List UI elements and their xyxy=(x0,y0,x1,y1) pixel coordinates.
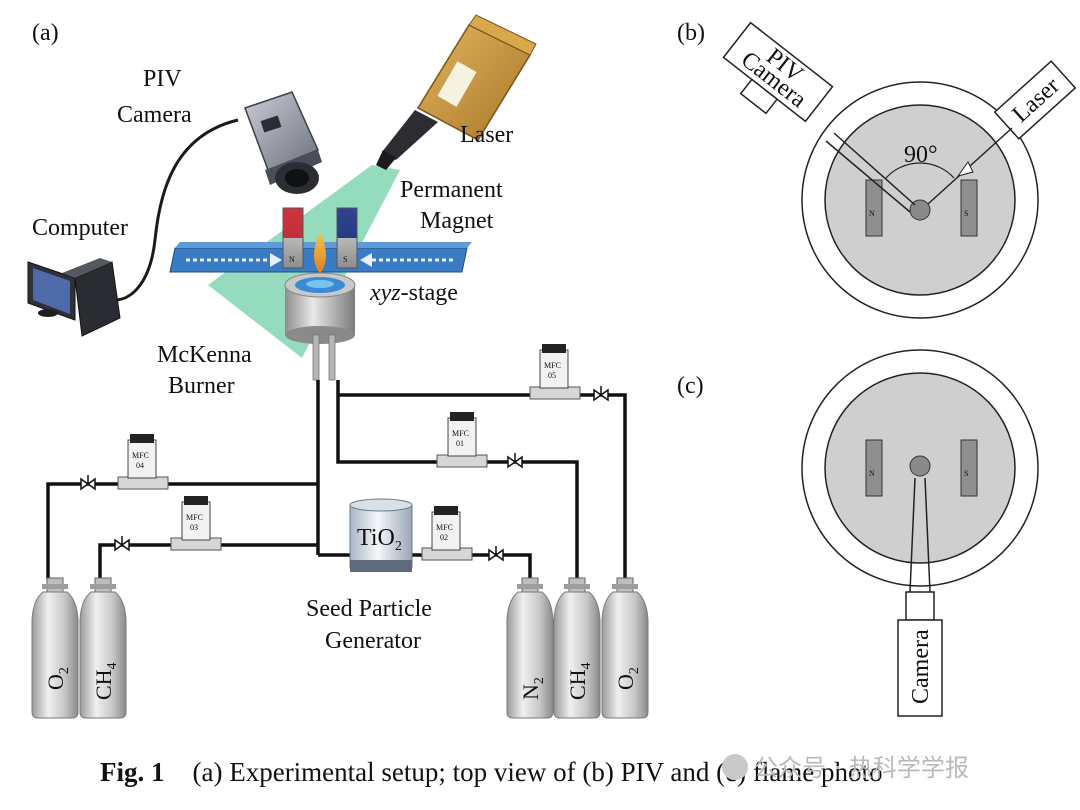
mfc-01-name: MFC xyxy=(452,429,469,438)
mckenna-label-1: McKenna xyxy=(157,342,252,368)
caption-bold: Fig. 1 xyxy=(100,757,165,787)
piv-camera-label-1: PIV xyxy=(143,66,182,92)
panel-c-label: (c) xyxy=(677,373,704,399)
mfc-05-name: MFC xyxy=(544,361,561,370)
gas-cylinder: O2 xyxy=(31,577,79,719)
flame-icon xyxy=(314,232,326,274)
panel-b-s: S xyxy=(964,209,968,218)
laser-icon xyxy=(376,14,537,170)
magnet-s: S xyxy=(336,207,358,269)
tio2-label: TiO2 xyxy=(357,525,402,554)
gas-cylinder: CH4 xyxy=(79,577,127,719)
xyz-stage-label: xyz-stage xyxy=(369,280,458,306)
permanent-magnet-label-2: Magnet xyxy=(420,208,494,234)
computer-label: Computer xyxy=(32,215,128,241)
mckenna-label-2: Burner xyxy=(168,373,235,399)
cylinder-label: CH4 xyxy=(91,662,120,700)
mfc-04-num: 04 xyxy=(136,461,144,470)
panel-b-top-view: N S PIV Camera Laser 90° xyxy=(722,21,1077,319)
panel-b-camera-icon: PIV Camera xyxy=(722,21,834,123)
tio2-sub: 2 xyxy=(395,539,402,554)
magnet-n-topview xyxy=(865,179,883,237)
mfc-03: MFC 03 xyxy=(170,496,222,551)
mfc-01: MFC 01 xyxy=(436,412,488,468)
xyz-italic: xyz xyxy=(369,280,401,306)
mfc-04-name: MFC xyxy=(132,451,149,460)
magnet-s-letter: S xyxy=(343,255,347,264)
magnet-s-c xyxy=(960,439,978,497)
cylinder-label: O2 xyxy=(43,667,72,690)
magnet-n-c xyxy=(865,439,883,497)
watermark-text: 公众号 · 热科学学报 xyxy=(754,754,969,782)
panel-c-n: N xyxy=(869,469,875,478)
magnet-n: N xyxy=(282,207,304,269)
magnet-s-topview xyxy=(960,179,978,237)
gas-cylinders: O2 CH4 N2 CH4 O2 xyxy=(31,577,649,719)
figure-caption: Fig. 1 (a) Experimental setup; top view o… xyxy=(100,757,883,788)
gas-cylinder: O2 xyxy=(601,577,649,719)
gas-cylinder: N2 xyxy=(506,577,554,719)
piv-camera-icon xyxy=(244,91,322,194)
panel-b-label: (b) xyxy=(677,20,705,46)
magnet-n-letter: N xyxy=(289,255,295,264)
panel-a-label: (a) xyxy=(32,20,59,46)
panel-c-camera-icon xyxy=(897,619,943,717)
mckenna-burner xyxy=(284,272,356,381)
seed-label-1: Seed Particle xyxy=(306,596,432,622)
tio2-base: TiO xyxy=(357,525,395,551)
mfc-02-name: MFC xyxy=(436,523,453,532)
mfc-02: MFC 02 xyxy=(421,506,473,561)
panel-b-n: N xyxy=(869,209,875,218)
mfc-04: MFC 04 xyxy=(117,434,169,490)
flame-dot-c xyxy=(909,455,931,477)
permanent-magnet-label-1: Permanent xyxy=(400,177,503,203)
camera-cable xyxy=(114,118,239,302)
panel-c-top-view: N S Camera xyxy=(801,349,1039,717)
cylinder-label: N2 xyxy=(518,677,547,700)
mfc-02-num: 02 xyxy=(440,533,448,542)
seed-particle-generator: TiO2 xyxy=(349,498,413,572)
panel-c-lens xyxy=(905,591,935,621)
gas-cylinder: CH4 xyxy=(553,577,601,719)
caption-text: (a) Experimental setup; top view of (b) … xyxy=(192,757,883,787)
laser-label: Laser xyxy=(460,122,513,148)
mfc-03-name: MFC xyxy=(186,513,203,522)
xyz-rest: -stage xyxy=(401,280,458,306)
valves xyxy=(80,386,609,562)
mfc-05: MFC 05 xyxy=(529,344,581,400)
panel-c-camera-label: Camera xyxy=(908,629,934,704)
gas-lines xyxy=(46,380,627,580)
panel-c-s: S xyxy=(964,469,968,478)
piv-camera-label-2: Camera xyxy=(117,102,192,128)
panel-b-angle: 90° xyxy=(904,142,938,168)
cylinder-label: O2 xyxy=(613,667,642,690)
mfc-05-num: 05 xyxy=(548,371,556,380)
mfc-03-num: 03 xyxy=(190,523,198,532)
mfc-01-num: 01 xyxy=(456,439,464,448)
watermark: 公众号 · 热科学学报 xyxy=(722,748,969,783)
computer-icon xyxy=(27,258,121,337)
seed-label-2: Generator xyxy=(325,628,421,654)
cylinder-label: CH4 xyxy=(565,662,594,700)
wechat-icon xyxy=(722,754,748,780)
